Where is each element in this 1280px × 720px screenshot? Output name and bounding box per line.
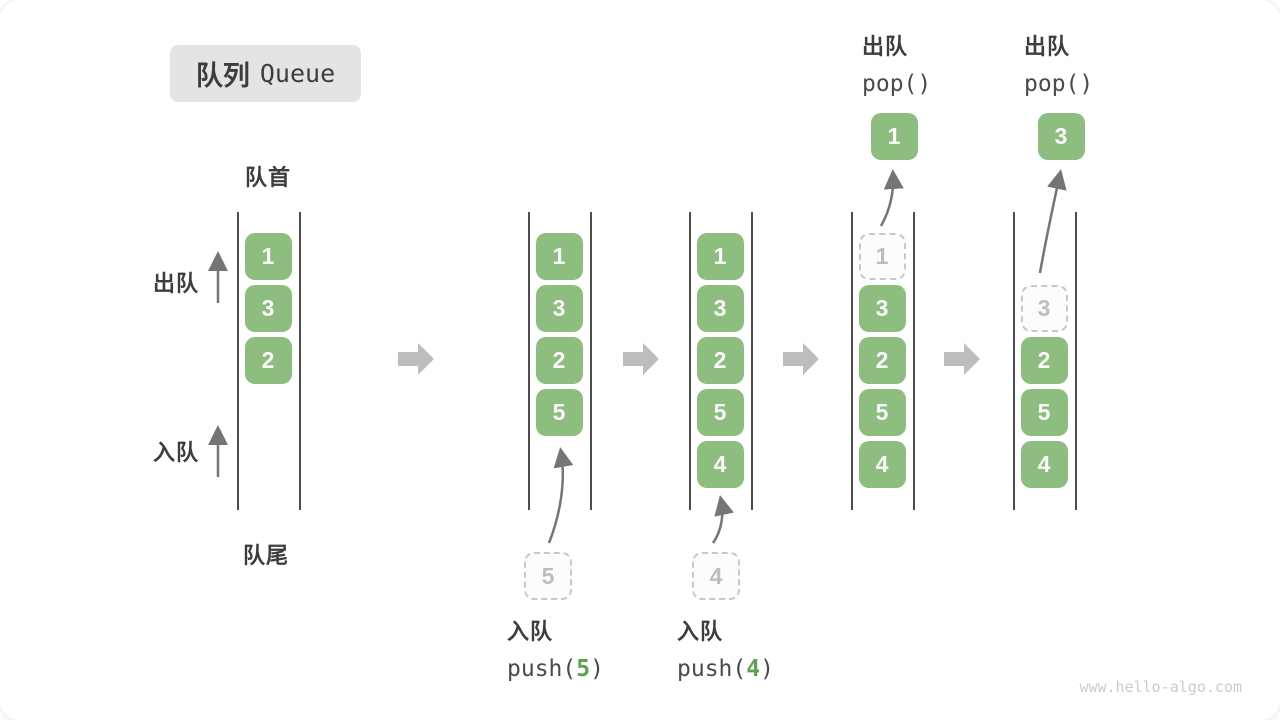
enqueue-arrow-push4 [711,495,734,544]
op-push4-fn: push( [677,656,747,682]
op-label-push4: 入队 push(4) [677,614,774,682]
queue-cell-dashed: 3 [1020,285,1068,332]
queue-cell: 2 [535,337,583,384]
queue-cell: 2 [696,337,744,384]
queue-cell: 5 [535,389,583,436]
queue-wall-left [689,212,691,510]
queue-wall-left [528,212,530,510]
diagram-title: 队列 Queue [170,45,361,102]
queue-cell: 5 [1020,389,1068,436]
queue-wall-left [237,212,239,510]
queue-cell: 1 [244,233,292,280]
queue-cell-dashed: 1 [858,233,906,280]
enqueue-pending-cell: 5 [524,552,572,600]
transition-arrow-1 [398,343,434,375]
queue-wall-left [1013,212,1015,510]
queue-cell: 1 [535,233,583,280]
queue-wall-left [851,212,853,510]
queue-cell: 2 [1020,337,1068,384]
queue-wall-right [299,212,301,510]
op-push4-zh: 入队 [677,619,724,644]
queue-wall-right [751,212,753,510]
queue-wall-right [1075,212,1077,510]
queue-cell: 2 [858,337,906,384]
queue-cell: 5 [858,389,906,436]
queue-cell: 2 [244,337,292,384]
op-push4-arg: 4 [746,656,761,682]
transition-arrow-2 [623,343,659,375]
enqueue-pending-cell: 4 [692,552,740,600]
queue-cell: 3 [858,285,906,332]
title-chinese: 队列 [195,61,250,91]
queue-cell: 4 [858,441,906,488]
queue-cell: 1 [696,233,744,280]
op-label-push5: 入队 push(5) [507,614,604,682]
title-english: Queue [259,59,336,88]
op-label-pop3: 出队 pop() [1024,29,1093,97]
watermark: www.hello-algo.com [1079,678,1242,696]
op-pop3-zh: 出队 [1024,34,1071,59]
op-pop1-code: pop() [862,71,932,97]
queue-cell: 3 [696,285,744,332]
op-push5-code: push(5) [507,656,604,682]
dequeue-arrow-pop1 [879,169,904,227]
op-push5-arg: 5 [576,656,591,682]
transition-arrow-4 [944,343,980,375]
enqueue-arrow-push5 [547,447,574,544]
queue-wall-right [590,212,592,510]
op-push5-close: ) [590,656,604,682]
queue-cell: 5 [696,389,744,436]
op-push4-close: ) [760,656,774,682]
queue-wall-right [913,212,915,510]
label-queue-rear: 队尾 [243,543,290,568]
dequeue-arrow-pop3 [1038,169,1067,274]
queue-cell: 4 [1020,441,1068,488]
label-queue-front: 队首 [245,165,292,190]
queue-cell: 3 [535,285,583,332]
label-enqueue-side: 入队 [153,440,200,465]
queue-cell: 3 [244,285,292,332]
op-push5-fn: push( [507,656,577,682]
op-pop1-zh: 出队 [862,34,909,59]
op-label-pop1: 出队 pop() [862,29,931,97]
op-push4-code: push(4) [677,656,774,682]
label-dequeue-side: 出队 [153,271,200,296]
op-push5-zh: 入队 [507,619,554,644]
op-pop3-code: pop() [1024,71,1094,97]
dequeued-cell: 3 [1037,113,1085,160]
transition-arrow-3 [783,343,819,375]
dequeued-cell: 1 [870,113,918,160]
queue-cell: 4 [696,441,744,488]
